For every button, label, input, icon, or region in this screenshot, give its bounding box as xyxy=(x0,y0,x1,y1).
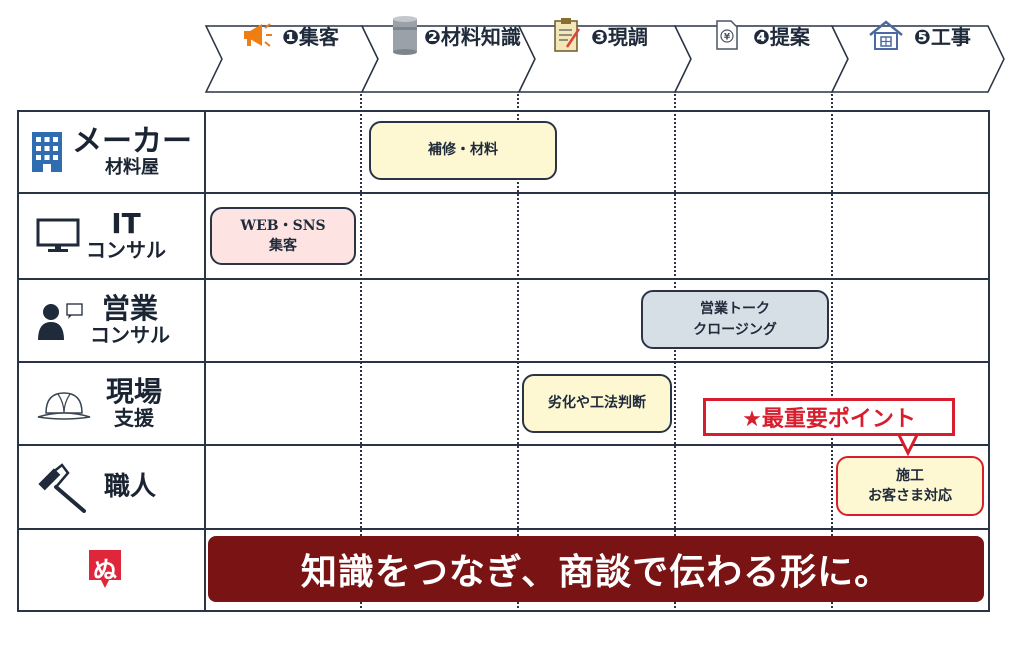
yen-document-icon: ¥ xyxy=(716,20,738,50)
house-icon xyxy=(869,20,903,50)
phase-divider xyxy=(517,94,519,612)
row-divider xyxy=(17,361,990,363)
task-it-web-sns: WEB・SNS 集客 xyxy=(210,207,356,265)
task-maker-text: 補修・材料 xyxy=(428,142,498,159)
task-craft-line1: 施工 xyxy=(896,467,924,484)
svg-text:¥: ¥ xyxy=(724,33,731,43)
task-maker-repair-material: 補修・材料 xyxy=(369,121,557,180)
task-it-line2: 集客 xyxy=(269,238,297,254)
role-site: 現場 支援 xyxy=(34,371,200,435)
phase-divider xyxy=(674,94,676,612)
clipboard-icon xyxy=(554,18,581,52)
role-sales-sub: コンサル xyxy=(90,323,170,347)
phase-construction: ❺工事 xyxy=(868,0,971,70)
phase-label-proposal: ❹提案 xyxy=(753,24,810,49)
hard-hat-icon xyxy=(37,392,91,420)
row-divider xyxy=(17,528,990,530)
task-it-line1: WEB・SNS xyxy=(240,217,326,234)
monitor-icon xyxy=(36,218,80,252)
phase-divider xyxy=(831,94,833,612)
role-craftsman-name: 職人 xyxy=(104,472,157,502)
nu-logo: ぬ xyxy=(85,548,125,588)
callout-text: ★最重要ポイント xyxy=(742,407,916,432)
phase-header: ❶集客 ❷材料知識 ❸現調 ¥ ❹提案 xyxy=(0,0,1024,100)
row-divider xyxy=(17,444,990,446)
phase-label-survey: ❸現調 xyxy=(591,24,648,49)
task-craft-line2: お客さま対応 xyxy=(868,488,952,504)
phase-proposal: ¥ ❹提案 xyxy=(715,0,810,70)
task-sales-line1: 営業トーク xyxy=(700,301,770,318)
building-icon xyxy=(32,132,62,172)
phase-material: ❷材料知識 xyxy=(390,0,521,70)
task-craftsman-construction: 施工 お客さま対応 xyxy=(836,456,984,516)
slogan-banner: 知識をつなぎ、商談で伝わる形に。 xyxy=(208,536,984,602)
phase-label-construction: ❺工事 xyxy=(914,24,971,49)
role-site-name: 現場 xyxy=(106,375,163,408)
phase-collect: ❶集客 xyxy=(240,0,339,70)
paint-roller-icon xyxy=(38,463,86,513)
phase-label-material: ❷材料知識 xyxy=(424,24,521,49)
role-it-sub: コンサル xyxy=(86,238,166,262)
role-maker: メーカー 材料屋 xyxy=(30,120,200,184)
role-maker-name: メーカー xyxy=(72,124,192,159)
role-it: IT コンサル xyxy=(36,203,200,267)
task-site-text: 劣化や工法判断 xyxy=(548,395,646,412)
most-important-callout: ★最重要ポイント xyxy=(703,398,955,436)
task-sales-line2: クロージング xyxy=(693,321,777,338)
task-sales-talk-closing: 営業トーク クロージング xyxy=(641,290,829,349)
slogan-text: 知識をつなぎ、商談で伝わる形に。 xyxy=(300,551,892,593)
task-site-assessment: 劣化や工法判断 xyxy=(522,374,672,433)
person-speech-icon xyxy=(38,303,83,340)
nu-logo-text: ぬ xyxy=(93,556,117,584)
role-sales-name: 営業 xyxy=(101,292,158,325)
material-can-icon xyxy=(393,16,417,55)
role-site-sub: 支援 xyxy=(114,406,154,430)
callout-pointer xyxy=(896,433,920,457)
label-column-divider xyxy=(204,110,206,612)
role-sales: 営業 コンサル xyxy=(38,288,200,352)
phase-label-collect: ❶集客 xyxy=(282,24,339,49)
role-it-name: IT xyxy=(111,207,141,240)
role-craftsman: 職人 xyxy=(36,455,200,519)
megaphone-icon xyxy=(244,23,272,47)
role-maker-sub: 材料屋 xyxy=(105,157,159,178)
phase-divider xyxy=(360,94,362,612)
phase-survey: ❸現調 xyxy=(553,0,648,70)
row-divider xyxy=(17,192,990,194)
row-divider xyxy=(17,278,990,280)
